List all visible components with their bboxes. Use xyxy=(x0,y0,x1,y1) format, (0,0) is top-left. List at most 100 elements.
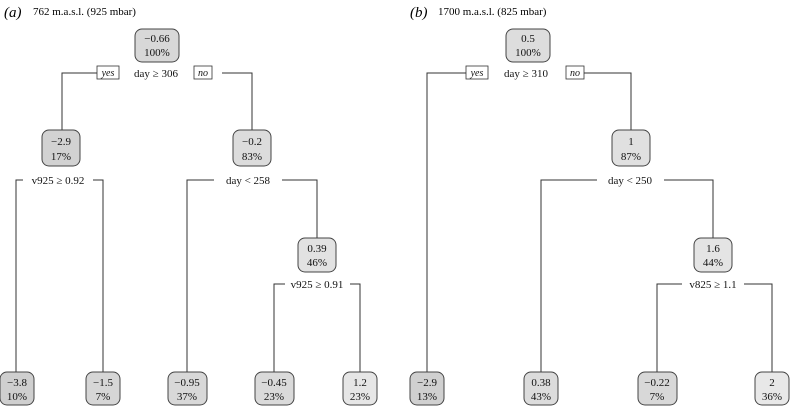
node-box xyxy=(693,237,733,273)
panel-b-yes-no: yes no xyxy=(465,65,585,80)
node-percent: 13% xyxy=(417,391,437,403)
panel-a-title: 762 m.a.s.l. (925 mbar) xyxy=(33,6,136,18)
node-box xyxy=(167,371,208,406)
tree-node: 1.6 44% xyxy=(693,237,733,273)
no-label-box xyxy=(193,65,213,80)
panel-a-letter: (a) xyxy=(4,5,22,21)
leaf-node: 1.2 23% xyxy=(342,371,378,406)
node-value: 1.2 xyxy=(353,377,367,389)
node-percent: 46% xyxy=(307,257,327,269)
node-percent: 7% xyxy=(96,391,111,403)
edge-b-rr-l4 xyxy=(744,283,773,372)
node-box xyxy=(41,129,81,167)
node-value: 1.6 xyxy=(706,243,720,255)
edge-b-root-right xyxy=(584,72,632,130)
panel-a-splits: day ≥ 306 v925 ≥ 0.92 day < 258 v925 ≥ 0… xyxy=(32,68,344,291)
panel-a-yes-no: yes no xyxy=(96,65,213,80)
node-box xyxy=(611,129,651,167)
edge-a-left-l1 xyxy=(15,179,23,372)
node-value: 2 xyxy=(769,377,775,389)
tree-node: 0.5 100% xyxy=(505,28,551,63)
edge-b-right-rr xyxy=(664,179,714,238)
node-box xyxy=(297,237,337,273)
edge-a-right-rr xyxy=(282,179,318,238)
node-value: 0.39 xyxy=(307,243,327,255)
leaf-node: 2 36% xyxy=(754,371,790,406)
yes-label: yes xyxy=(101,68,115,79)
leaf-node: 0.38 43% xyxy=(523,371,559,406)
panel-a: (a) 762 m.a.s.l. (925 mbar) yes no day ≥… xyxy=(0,5,378,406)
tree-node: −0.2 83% xyxy=(232,129,272,167)
node-box xyxy=(342,371,378,406)
node-value: −0.22 xyxy=(644,377,669,389)
node-value: −0.45 xyxy=(261,377,287,389)
node-value: 1 xyxy=(628,136,634,148)
leaf-node: −2.9 13% xyxy=(409,371,445,406)
leaf-node: −0.45 23% xyxy=(254,371,295,406)
panel-a-edges xyxy=(15,72,361,372)
node-percent: 100% xyxy=(144,47,170,59)
edge-b-rr-l3 xyxy=(656,283,682,372)
split-label-root: day ≥ 310 xyxy=(504,68,548,80)
node-box xyxy=(637,371,678,406)
node-box xyxy=(85,371,121,406)
edge-a-rr-l5 xyxy=(350,283,361,372)
node-percent: 23% xyxy=(264,391,284,403)
node-value: 0.38 xyxy=(531,377,551,389)
node-box xyxy=(232,129,272,167)
no-label: no xyxy=(198,68,208,79)
no-label-box xyxy=(565,65,585,80)
node-box xyxy=(254,371,295,406)
edge-b-right-l2 xyxy=(540,179,597,372)
node-box xyxy=(0,371,35,406)
edge-a-right-l3 xyxy=(186,179,214,372)
split-label-left: v925 ≥ 0.92 xyxy=(32,175,85,187)
node-box xyxy=(754,371,790,406)
node-box xyxy=(134,28,180,63)
edge-a-root-left xyxy=(61,72,97,130)
tree-node: 1 87% xyxy=(611,129,651,167)
node-percent: 36% xyxy=(762,391,782,403)
edge-a-left-l2 xyxy=(93,179,104,372)
node-value: −3.8 xyxy=(7,377,27,389)
node-percent: 43% xyxy=(531,391,551,403)
no-label: no xyxy=(570,68,580,79)
node-box xyxy=(409,371,445,406)
yes-label: yes xyxy=(470,68,484,79)
node-percent: 100% xyxy=(515,47,541,59)
leaf-node: −3.8 10% xyxy=(0,371,35,406)
node-value: −0.66 xyxy=(144,33,170,45)
tree-node: 0.39 46% xyxy=(297,237,337,273)
node-percent: 44% xyxy=(703,257,723,269)
split-label-rr: v825 ≥ 1.1 xyxy=(689,279,736,291)
tree-node: −2.9 17% xyxy=(41,129,81,167)
node-value: −0.2 xyxy=(242,136,262,148)
split-label-root: day ≥ 306 xyxy=(134,68,178,80)
node-box xyxy=(505,28,551,63)
edge-a-root-right xyxy=(222,72,253,130)
panel-b: (b) 1700 m.a.s.l. (825 mbar) yes no day … xyxy=(409,5,790,406)
node-value: −1.5 xyxy=(93,377,113,389)
node-percent: 17% xyxy=(51,151,71,163)
node-box xyxy=(523,371,559,406)
split-label-right: day < 250 xyxy=(608,175,653,187)
yes-label-box xyxy=(465,65,489,80)
node-percent: 10% xyxy=(7,391,27,403)
panel-b-splits: day ≥ 310 day < 250 v825 ≥ 1.1 xyxy=(504,68,737,291)
panel-b-title: 1700 m.a.s.l. (825 mbar) xyxy=(438,6,547,18)
yes-label-box xyxy=(96,65,120,80)
node-percent: 87% xyxy=(621,151,641,163)
panel-b-edges xyxy=(426,72,773,372)
node-percent: 7% xyxy=(650,391,665,403)
split-label-rr: v925 ≥ 0.91 xyxy=(291,279,344,291)
leaf-node: −1.5 7% xyxy=(85,371,121,406)
split-label-right: day < 258 xyxy=(226,175,271,187)
edge-b-root-left xyxy=(426,72,466,372)
node-value: −2.9 xyxy=(417,377,437,389)
node-value: 0.5 xyxy=(521,33,535,45)
leaf-node: −0.22 7% xyxy=(637,371,678,406)
edge-a-rr-l4 xyxy=(273,283,285,372)
node-value: −2.9 xyxy=(51,136,71,148)
leaf-node: −0.95 37% xyxy=(167,371,208,406)
